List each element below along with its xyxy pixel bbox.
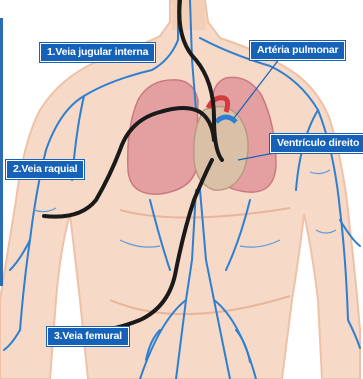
label-veia-raquial: 2.Veia raquial	[6, 160, 84, 179]
label-arteria-pulmonar: Artéria pulmonar	[250, 41, 345, 60]
label-veia-femural: 3.Veia femural	[47, 327, 129, 346]
label-veia-jugular-interna: 1.Veia jugular interna	[40, 43, 155, 62]
label-ventriculo-direito: Ventrículo direito	[270, 134, 363, 153]
left-accent-rule	[0, 18, 3, 286]
